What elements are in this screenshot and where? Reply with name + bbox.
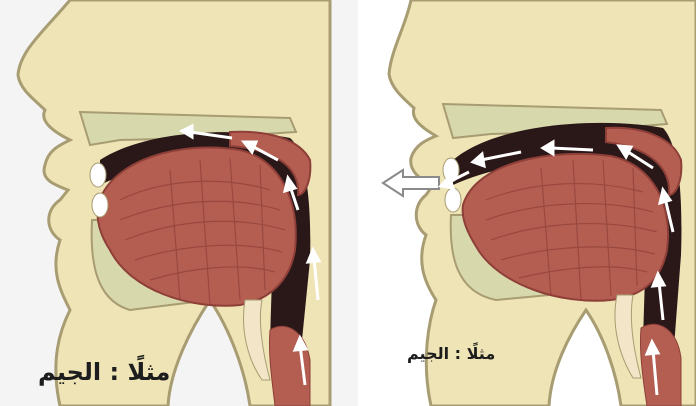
example-caption: مثلًا : الجيم — [407, 344, 495, 363]
diagram-panel-left: مثلًا : الجيم — [0, 0, 358, 406]
vocal-tract-diagram — [0, 0, 358, 406]
example-caption: مثلًا : الجيم — [38, 358, 170, 386]
lower-teeth — [92, 193, 108, 217]
upper-teeth — [90, 163, 106, 187]
lower-teeth — [445, 188, 461, 212]
diagram-panel-right: مثلًا : الجيم — [381, 0, 696, 406]
